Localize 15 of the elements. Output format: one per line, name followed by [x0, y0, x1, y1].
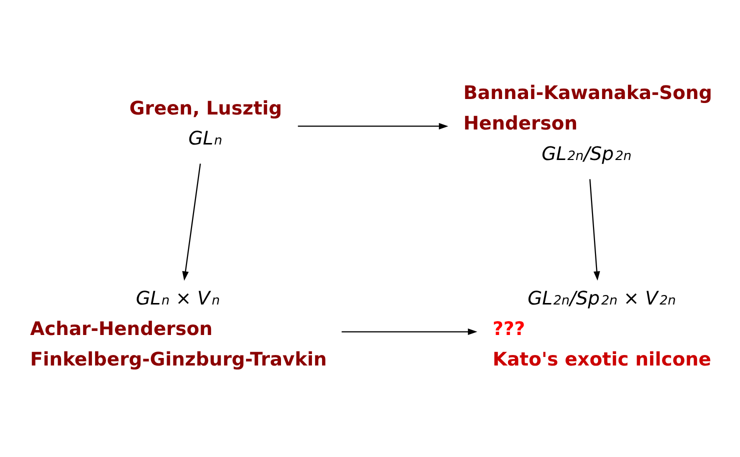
- node-label: ???: [492, 318, 526, 340]
- node-label: Green, Lusztig: [129, 98, 282, 119]
- node-text: GLn: [188, 128, 222, 150]
- node-label: Finkelberg-Ginzburg-Travkin: [30, 348, 327, 370]
- node-text: GLn × Vn: [136, 288, 220, 310]
- node-label: Bannai-Kawanaka-Song: [463, 82, 712, 104]
- arrow: [298, 122, 448, 129]
- arrow: [589, 178, 600, 280]
- arrow: [182, 163, 201, 280]
- node-label: Kato's exotic nilcone: [492, 348, 712, 370]
- node-label: Achar-Henderson: [30, 318, 213, 340]
- arrow: [342, 328, 478, 335]
- node-label: Henderson: [463, 112, 578, 134]
- node-text: GL2n/Sp2n × V2n: [528, 288, 676, 310]
- node-text: GL2n/Sp2n: [542, 143, 632, 164]
